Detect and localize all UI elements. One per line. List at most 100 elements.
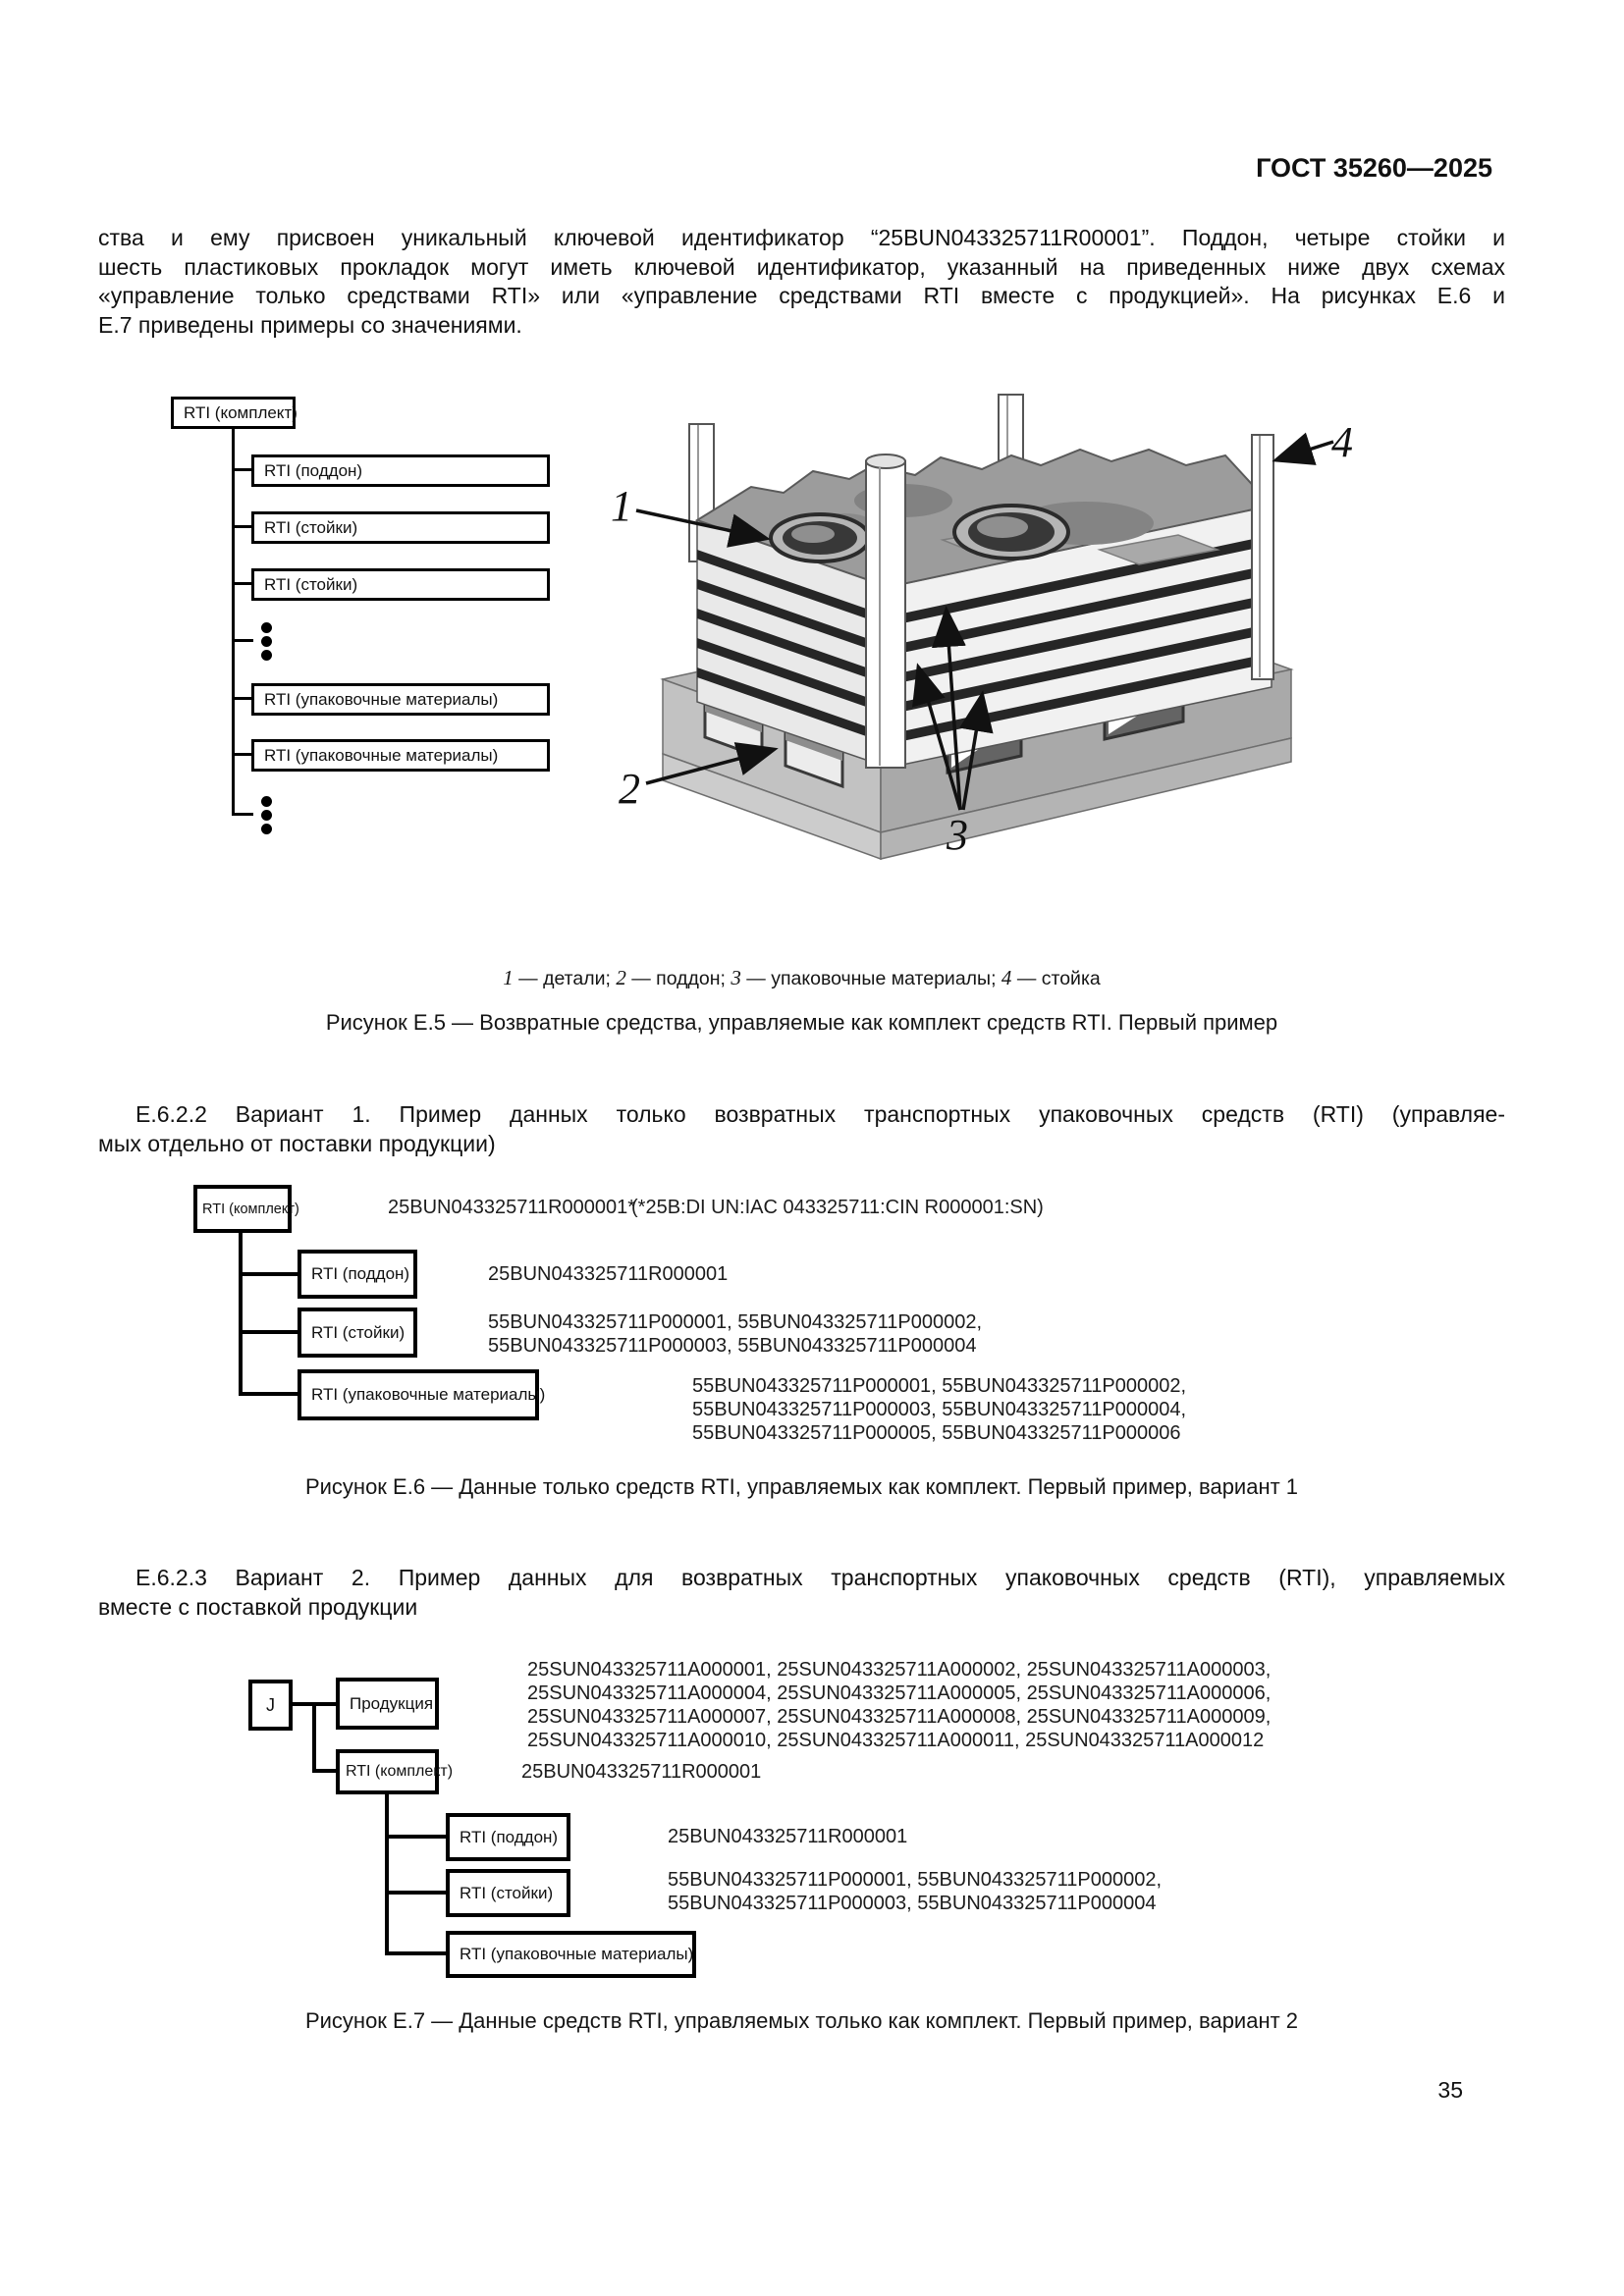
- fig5-connector: [232, 639, 253, 642]
- fig7-child-value: 55BUN043325711P000003, 55BUN043325711P00…: [668, 1893, 1157, 1914]
- fig6-child-value: 55BUN043325711P000001, 55BUN043325711P00…: [488, 1311, 983, 1333]
- fig6-child-label: RTI (поддон): [311, 1264, 410, 1283]
- fig7-kit-value: 25BUN043325711R000001: [521, 1761, 762, 1783]
- legend-number: 4: [1001, 966, 1012, 989]
- part-boss-right: [952, 504, 1070, 561]
- part-boss-left: [769, 512, 871, 563]
- fig5-child-box: RTI (стойки): [251, 511, 550, 544]
- fig6-root-value-expansion: (*25B:DI UN:IAC 043325711:CIN R000001:SN…: [631, 1197, 1044, 1218]
- fig7-product-label: Продукция: [350, 1693, 434, 1713]
- fig5-ellipsis-dots: [261, 622, 272, 661]
- fig6-child-box: RTI (стойки): [298, 1308, 417, 1358]
- fig7-caption: Рисунок Е.7 — Данные средств RTI, управл…: [304, 2008, 1299, 2033]
- fig7-kit-box: RTI (комплект): [336, 1749, 453, 1794]
- fig7-child-label: RTI (поддон): [460, 1827, 559, 1846]
- fig6-root-value: 25BUN043325711R000001*: [388, 1197, 636, 1218]
- intro-paragraph: ства и ему присвоен уникальный ключевой …: [98, 224, 1505, 340]
- fig6-connector: [239, 1392, 298, 1396]
- fig6-child-value: 55BUN043325711P000001, 55BUN043325711P00…: [692, 1375, 1187, 1397]
- svg-text:1: 1: [611, 482, 632, 530]
- fig5-root-box: RTI (комплект): [171, 397, 298, 429]
- fig6-child-box: RTI (поддон): [298, 1250, 417, 1299]
- legend-text: — стойка: [1011, 968, 1101, 989]
- section-line: Е.6.2.3 Вариант 2. Пример данных для воз…: [135, 1565, 1505, 1590]
- fig6-child-value: 55BUN043325711P000005, 55BUN043325711P00…: [692, 1422, 1181, 1444]
- fig6-caption: Рисунок Е.6 — Данные только средств RTI,…: [304, 1474, 1299, 1499]
- fig5-child-box: RTI (стойки): [251, 568, 550, 601]
- fig5-legend: 1 — детали; 2 — поддон; 3 — упаковочные …: [98, 966, 1505, 990]
- fig7-connector: [385, 1835, 446, 1839]
- page-number: 35: [1437, 2077, 1463, 2103]
- fig7-child-value: 25BUN043325711R000001: [668, 1826, 908, 1847]
- legend-number: 3: [731, 966, 741, 989]
- intro-line: шесть пластиковых прокладок могут иметь …: [98, 253, 1505, 280]
- stand-post-right: [1251, 434, 1274, 680]
- fig6-child-value: 25BUN043325711R000001: [488, 1263, 729, 1285]
- intro-line: Е.7 приведены примеры со значениями.: [98, 311, 522, 338]
- fig5-pallet-illustration: 1 2 3 4: [611, 394, 1353, 861]
- fig7-child-value: 55BUN043325711P000001, 55BUN043325711P00…: [668, 1869, 1163, 1891]
- fig5-child-box: RTI (упаковочные материалы): [251, 683, 550, 716]
- fig7-product-value: 25SUN043325711A000001, 25SUN043325711A00…: [527, 1659, 1272, 1681]
- section-e623-heading: Е.6.2.3 Вариант 2. Пример данных для воз…: [98, 1564, 1505, 1622]
- legend-text: — детали;: [513, 968, 617, 989]
- fig6-child-box: RTI (упаковочные материалы): [298, 1369, 545, 1420]
- fig7-child-box: RTI (стойки): [446, 1869, 570, 1917]
- fig6-trunk-line: [239, 1233, 243, 1396]
- callout-3: 3: [912, 606, 994, 859]
- fig5-caption: Рисунок Е.5 — Возвратные средства, управ…: [325, 1010, 1278, 1035]
- svg-text:4: 4: [1331, 418, 1353, 466]
- fig7-product-value: 25SUN043325711A000004, 25SUN043325711A00…: [527, 1682, 1272, 1704]
- fig7-child-label: RTI (упаковочные материалы): [460, 1945, 694, 1963]
- fig7-trunk-line: [312, 1702, 316, 1773]
- fig6-child-label: RTI (стойки): [311, 1322, 406, 1342]
- fig6-child-value: 55BUN043325711P000003, 55BUN043325711P00…: [488, 1335, 977, 1357]
- svg-text:3: 3: [946, 811, 968, 859]
- fig7-connector: [312, 1769, 336, 1773]
- legend-text: — поддон;: [625, 968, 731, 989]
- fig5-child-box: RTI (поддон): [251, 454, 550, 487]
- legend-number: 2: [616, 966, 626, 989]
- stand-post-front-center: [865, 454, 906, 769]
- fig6-child-label: RTI (упаковочные материалы): [311, 1385, 546, 1404]
- document-header: ГОСТ 35260—2025: [1256, 153, 1492, 183]
- fig5-ellipsis-dots: [261, 796, 272, 834]
- fig5-connector: [232, 813, 253, 816]
- fig6-connector: [239, 1272, 298, 1276]
- fig5-root-label: RTI (комплект): [184, 402, 298, 422]
- fig5-child-label: RTI (стойки): [264, 574, 358, 594]
- legend-text: — упаковочные материалы;: [740, 968, 1001, 989]
- fig7-connector: [385, 1951, 446, 1955]
- section-line: мых отдельно от поставки продукции): [98, 1130, 496, 1156]
- fig5-child-label: RTI (упаковочные материалы): [264, 745, 499, 765]
- fig5-connector: [232, 525, 251, 528]
- fig5-connector: [232, 753, 251, 756]
- parts-stack: [694, 448, 1273, 770]
- fig7-child-box: RTI (поддон): [446, 1813, 570, 1861]
- callout-2: 2: [619, 742, 779, 813]
- section-line: вместе с поставкой продукции: [98, 1593, 418, 1620]
- svg-text:2: 2: [619, 765, 640, 813]
- fig7-product-box: Продукция: [336, 1678, 439, 1730]
- callout-4: 4: [1272, 418, 1353, 466]
- fig5-trunk-line: [232, 429, 235, 816]
- fig7-product-value: 25SUN043325711A000010, 25SUN043325711A00…: [527, 1730, 1265, 1751]
- fig5-connector: [232, 697, 251, 700]
- fig5-child-label: RTI (стойки): [264, 517, 358, 537]
- fig5-child-box: RTI (упаковочные материалы): [251, 739, 550, 772]
- callout-1: 1: [611, 482, 771, 548]
- section-e622-heading: Е.6.2.2 Вариант 1. Пример данных только …: [98, 1100, 1505, 1158]
- section-line: Е.6.2.2 Вариант 1. Пример данных только …: [135, 1101, 1505, 1127]
- fig5-connector: [232, 582, 251, 585]
- fig5-child-label: RTI (упаковочные материалы): [264, 689, 499, 709]
- fig6-root-label: RTI (комплект): [202, 1201, 299, 1217]
- fig7-child-label: RTI (стойки): [460, 1883, 554, 1902]
- fig6-root-box: RTI (комплект): [193, 1185, 299, 1233]
- legend-number: 1: [503, 966, 514, 989]
- fig5-child-label: RTI (поддон): [264, 460, 363, 480]
- fig7-kit-label: RTI (комплект): [346, 1763, 454, 1780]
- fig5-connector: [232, 468, 251, 471]
- fig7-root-label: J: [266, 1694, 275, 1715]
- intro-line: «управление только средствами RTI» или «…: [98, 283, 1505, 308]
